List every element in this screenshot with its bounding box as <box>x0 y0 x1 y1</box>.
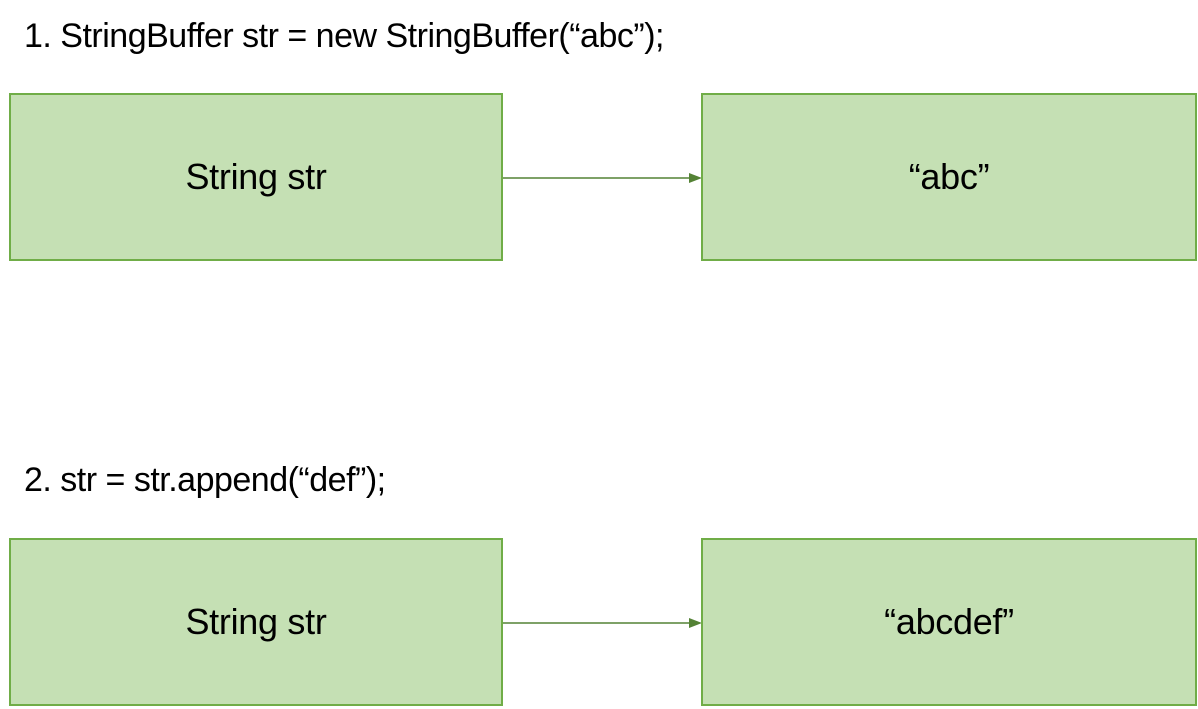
step2-variable-box: String str <box>9 538 503 706</box>
step2-title: 2. str = str.append(“def”); <box>24 461 386 499</box>
step2-object-label: “abcdef” <box>884 601 1014 642</box>
step1-variable-box: String str <box>9 93 503 261</box>
step1-variable-label: String str <box>185 156 327 197</box>
step1-reference-arrow <box>503 173 702 183</box>
step1-object-label: “abc” <box>908 156 990 197</box>
step2-reference-arrow <box>503 618 702 628</box>
step1-title: 1. StringBuffer str = new StringBuffer(“… <box>24 17 664 55</box>
step1-object-box: “abc” <box>701 93 1197 261</box>
step2-variable-label: String str <box>185 601 327 642</box>
step2-object-box: “abcdef” <box>701 538 1197 706</box>
